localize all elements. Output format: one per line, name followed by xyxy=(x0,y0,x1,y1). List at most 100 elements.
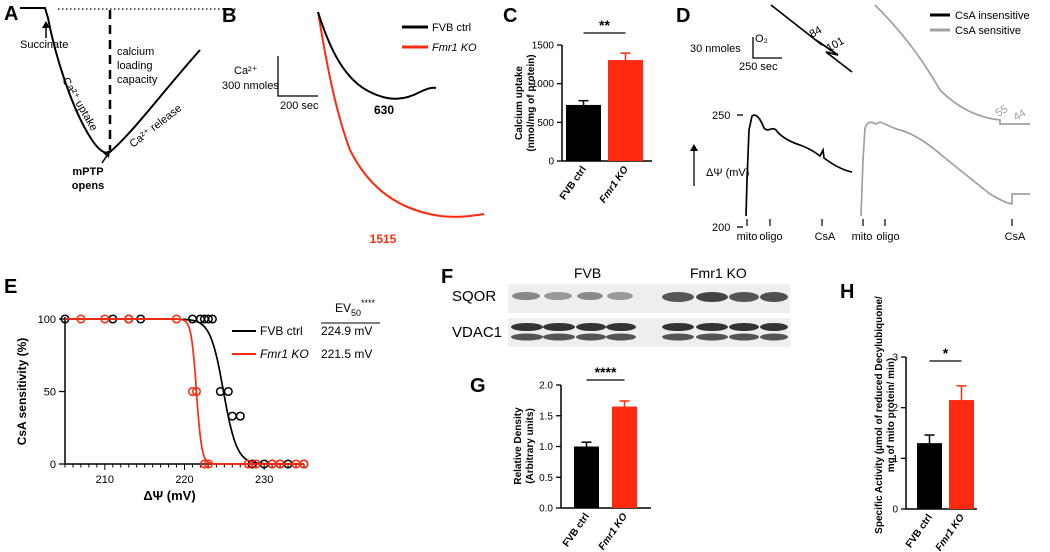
chart-g-bar-0 xyxy=(574,446,599,508)
band-sqor-5 xyxy=(662,292,694,302)
chart-e-ytick-label-0: 0 xyxy=(50,459,56,471)
chart-h-ytick-label-2: 2 xyxy=(892,403,898,414)
chart-g-ytick-label-1: 0.5 xyxy=(539,473,553,484)
band-vdac1-4b xyxy=(606,333,636,341)
o2-label-84: 84 xyxy=(808,24,825,41)
scale-ca-label: Ca²⁺ xyxy=(234,65,258,77)
chart-g-xtick-label-0: FVB ctrl xyxy=(561,511,592,549)
chart-e-point-1-3 xyxy=(171,314,182,324)
chart-g-ylabel-1: Relative Density xyxy=(513,407,524,485)
event-csa-2: CsA xyxy=(1005,231,1026,243)
chart-e-fit-0 xyxy=(65,318,304,465)
panel-b: B Ca²⁺ 300 nmoles 200 sec 630 1515 FVB c… xyxy=(222,5,485,246)
chart-c-xtick-label-0: FVB ctrl xyxy=(558,164,589,202)
chart-e-point-0-11 xyxy=(227,411,237,421)
ev50-header: EV50**** xyxy=(335,298,376,318)
blot-vdac1-bands xyxy=(511,323,788,341)
chart-h-xtick-label-1: Fmr1 KO xyxy=(934,512,967,552)
o2-label-55: 55 xyxy=(994,103,1011,120)
dpsi-tick-250: 250 xyxy=(712,110,730,122)
panel-letter-e: E xyxy=(4,276,17,298)
band-sqor-1 xyxy=(512,292,540,300)
scale-bar-d xyxy=(752,37,782,59)
chart-e-point-0-4 xyxy=(187,314,198,324)
chart-e-point-1-0 xyxy=(76,314,86,324)
band-vdac1-2a xyxy=(543,323,575,331)
chart-e-xtick-label-1: 220 xyxy=(175,474,193,486)
chart-g-ytick-label-4: 2.0 xyxy=(539,381,553,392)
group-fvb: FVB xyxy=(574,265,601,281)
dpsi-trace-sensitive xyxy=(860,121,1030,217)
chart-g-sig-stars: **** xyxy=(595,364,617,380)
band-vdac1-2b xyxy=(543,333,575,341)
chart-h-ytick-label-3: 3 xyxy=(892,353,898,364)
band-vdac1-1b xyxy=(511,333,543,341)
chart-h-xtick-label-0: FVB ctrl xyxy=(904,512,935,550)
band-vdac1-8a xyxy=(760,323,788,331)
o2-label-101: 101 xyxy=(825,35,847,55)
label-opens: opens xyxy=(72,180,104,192)
mptp-arrowhead xyxy=(103,150,110,158)
band-sqor-7 xyxy=(729,292,759,302)
trace-fmr1-ko xyxy=(317,11,485,218)
scale-d-nmoles: 30 nmoles xyxy=(690,43,741,55)
dpsi-label: ΔΨ (mV) xyxy=(706,167,749,179)
panel-letter-c: C xyxy=(503,5,517,27)
event-csa-1: CsA xyxy=(815,231,836,243)
panel-a: A calcium loading capacity Succinate Ca²… xyxy=(4,3,236,192)
chart-c-ytick-label-3: 1500 xyxy=(532,41,555,52)
chart-e-point-0-12 xyxy=(235,411,245,421)
legend-d-sensitive: CsA sensitive xyxy=(955,25,1021,37)
band-vdac1-5b xyxy=(662,333,694,341)
chart-e-point-1-4 xyxy=(187,386,198,397)
chart-c-bar-1 xyxy=(608,60,643,161)
chart-h-ylabel-1: Specific Activity (µmol of reduced Decyl… xyxy=(874,296,885,534)
band-sqor-6 xyxy=(696,292,728,302)
legend-d-insensitive: CsA insensitive xyxy=(955,10,1030,22)
panel-a-trace xyxy=(20,7,201,154)
chart-e-xtick-label-2: 230 xyxy=(255,474,273,486)
chart-c-ylabel-2: (nmol/mg of protein) xyxy=(526,54,537,151)
value-ko: 1515 xyxy=(370,232,397,246)
blot-sqor-bands xyxy=(512,292,788,302)
chart-c-bar-0 xyxy=(566,104,601,161)
band-vdac1-3a xyxy=(576,323,606,331)
dpsi-tick-200: 200 xyxy=(712,222,730,234)
group-fmr1-ko: Fmr1 KO xyxy=(690,265,747,281)
band-vdac1-8b xyxy=(760,333,788,341)
chart-c-ytick-label-2: 1000 xyxy=(532,79,555,90)
scale-d-sec: 250 sec xyxy=(739,61,778,73)
panel-letter-d: D xyxy=(676,5,690,27)
o2-trace-insensitive xyxy=(770,4,853,73)
value-ctrl: 630 xyxy=(374,103,394,117)
chart-g-ytick-label-2: 1.0 xyxy=(539,442,553,453)
chart-h-bar-1 xyxy=(949,400,974,509)
scale-nmoles-label: 300 nmoles xyxy=(222,80,279,92)
label-capacity: capacity xyxy=(117,74,158,86)
chart-e-point-1-9 xyxy=(251,459,261,469)
event-markers-insensitive: mito oligo CsA xyxy=(737,219,836,243)
panel-letter-g: G xyxy=(470,375,486,397)
scale-o2-label: O₂ xyxy=(755,33,768,45)
legend-ctrl-label: FVB ctrl xyxy=(432,22,471,34)
band-vdac1-7b xyxy=(729,333,759,341)
chart-c-ytick-label-1: 500 xyxy=(537,118,554,129)
chart-c-ytick-label-0: 0 xyxy=(548,157,554,168)
event-mito-2: mito xyxy=(852,231,873,243)
band-vdac1-4a xyxy=(606,323,636,331)
band-vdac1-5a xyxy=(662,323,694,331)
chart-e-xtick-label-0: 210 xyxy=(96,474,114,486)
chart-h-ytick-label-0: 0 xyxy=(892,505,898,516)
chart-e-point-0-8 xyxy=(207,314,217,324)
label-calcium: calcium xyxy=(117,46,154,58)
row-sqor: SQOR xyxy=(452,288,496,305)
chart-g-ytick-label-3: 1.5 xyxy=(539,411,553,422)
chart-e-ytick-label-1: 50 xyxy=(44,387,56,399)
